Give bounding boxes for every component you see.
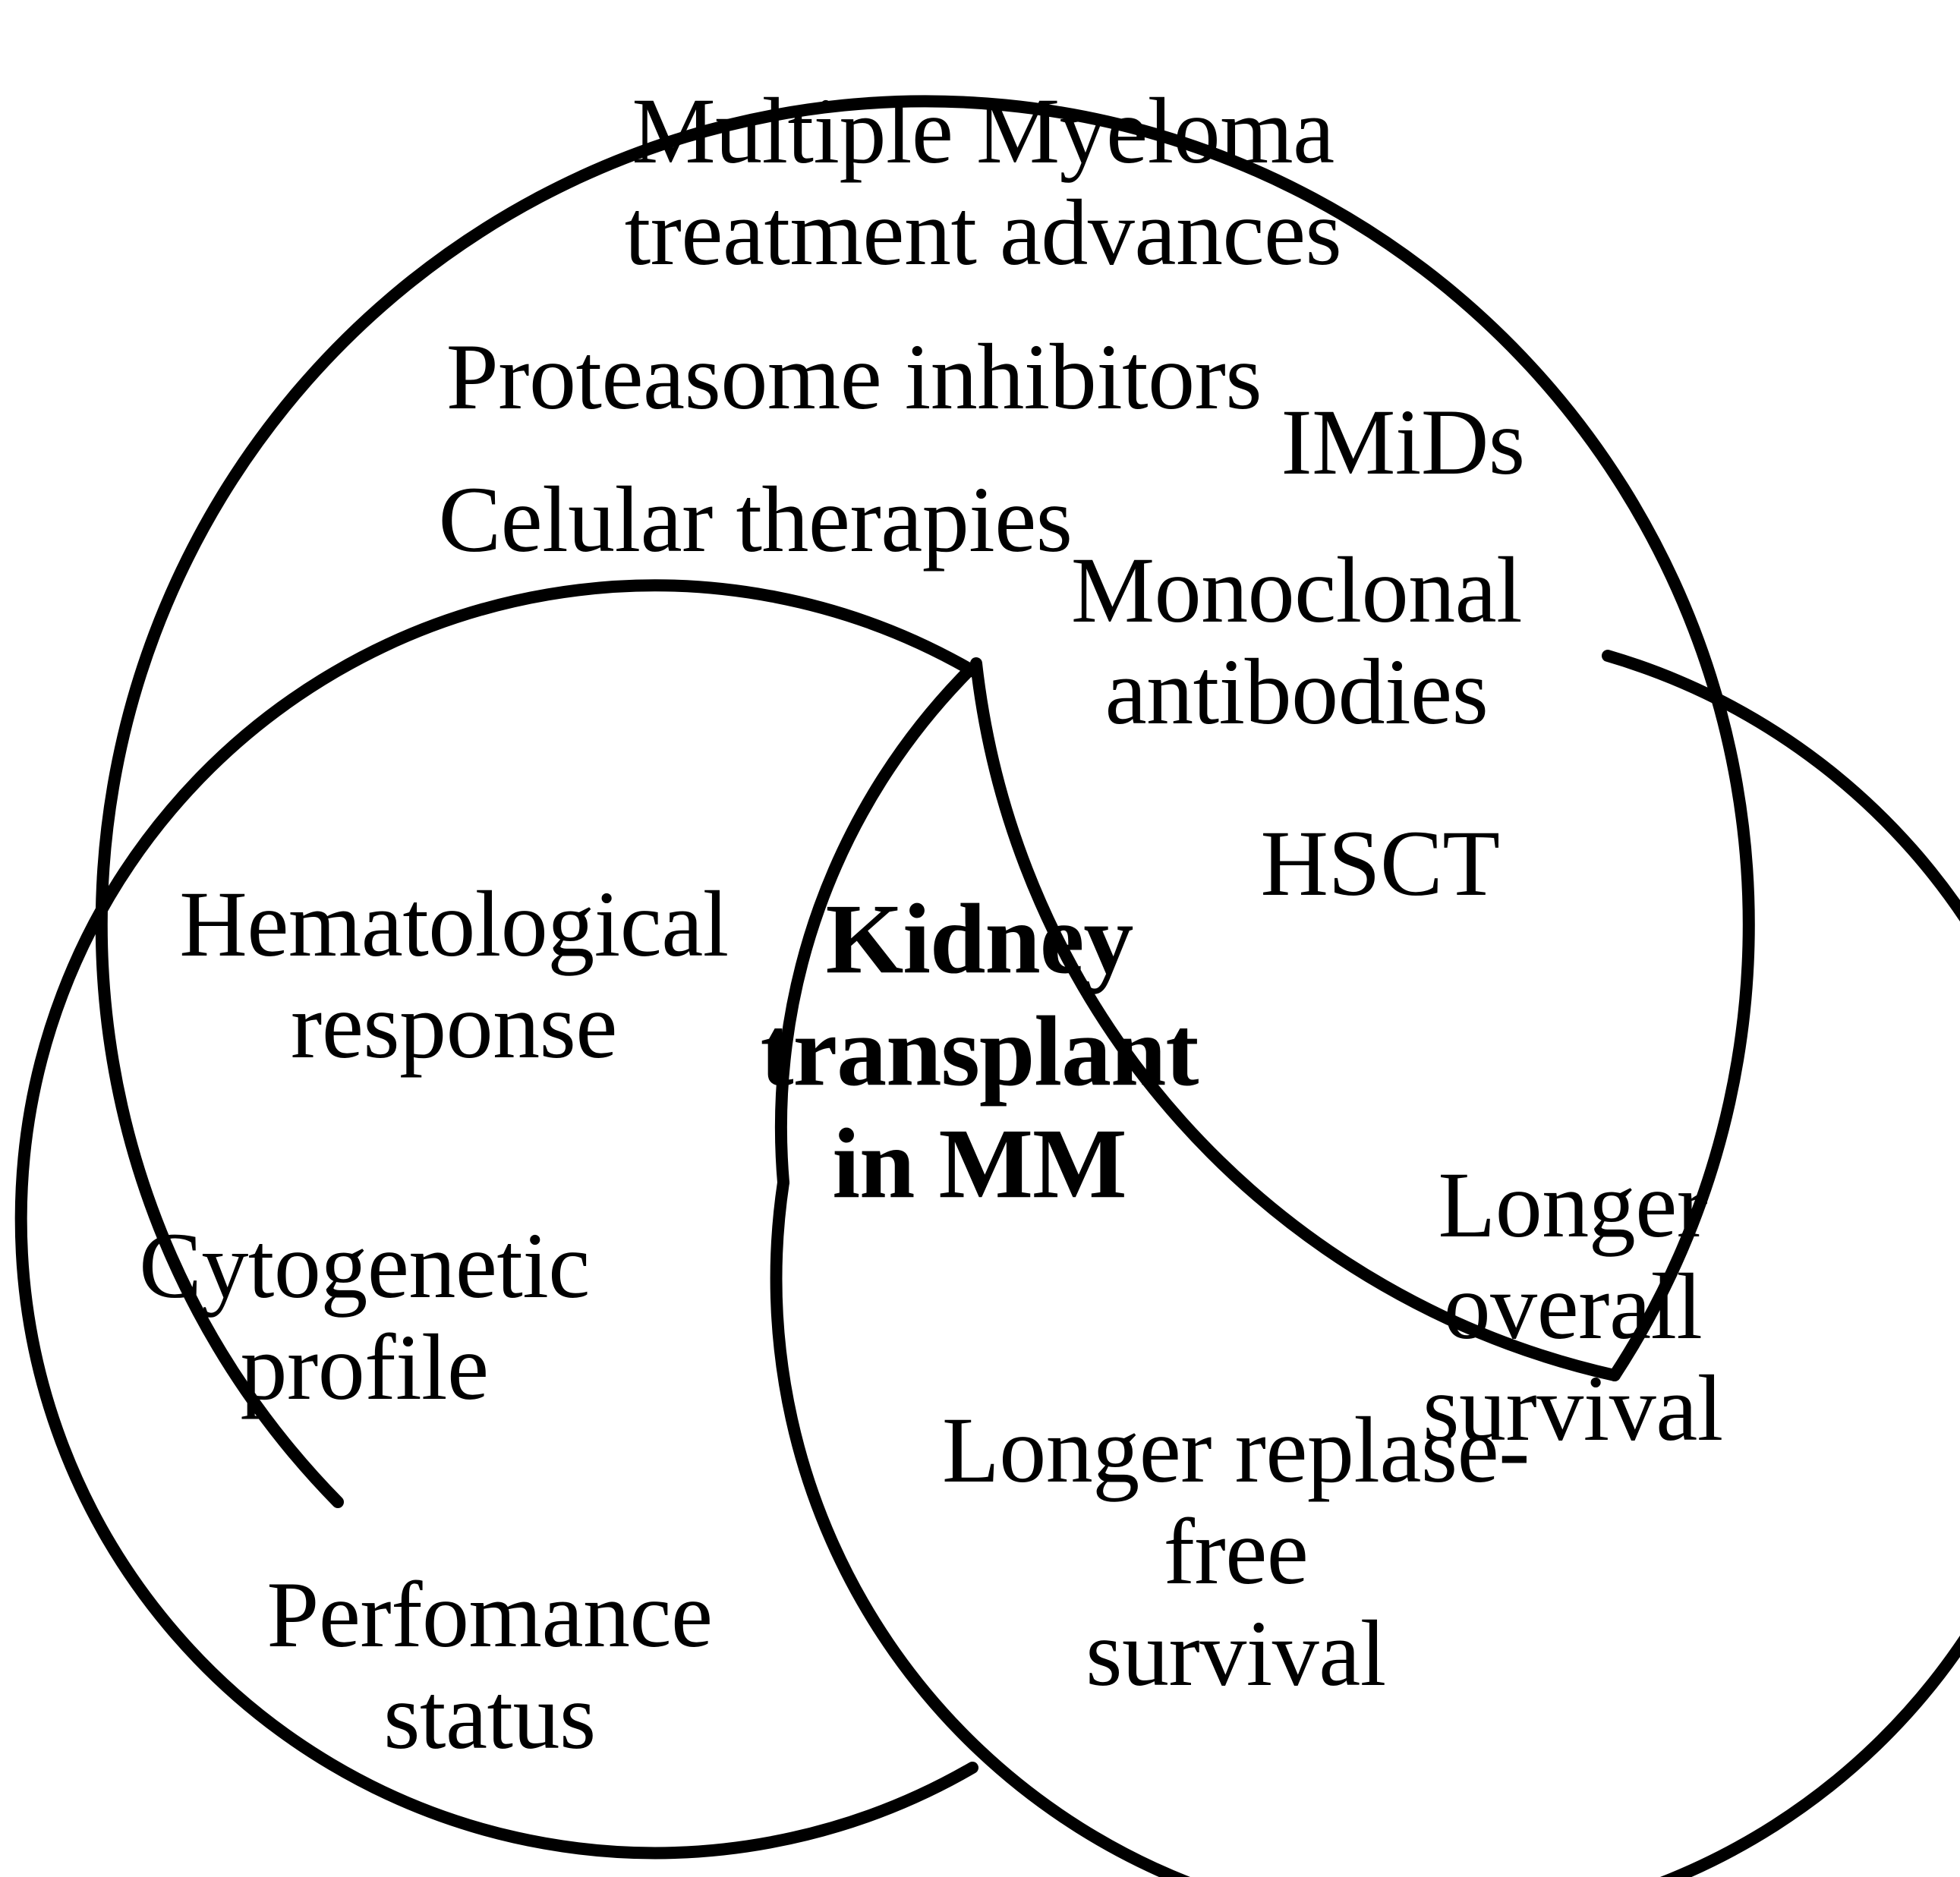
label-monoclonal-antibodies: Monoclonal antibodies bbox=[1070, 538, 1523, 744]
circle-top-arc-main bbox=[95, 95, 1755, 1508]
circle-right-arc-tail bbox=[774, 666, 973, 1189]
label-longer-replase-free-survival: Longer replase-free survival bbox=[942, 1398, 1530, 1705]
circle-left-arc-main bbox=[14, 579, 982, 1860]
label-perfomance-status: Perfomance status bbox=[266, 1563, 713, 1768]
circle-right-arc-main bbox=[770, 650, 1960, 1877]
label-longer-overall-survival: Longer overall survival bbox=[1423, 1153, 1723, 1460]
label-cytogenetic-profile: Cytogenetic profile bbox=[139, 1214, 590, 1419]
label-mm-treatment-advances: Multiple Myeloma treatment advances bbox=[624, 79, 1342, 285]
label-celular-therapies: Celular therapies bbox=[438, 468, 1073, 572]
center-label-kidney-transplant-in-mm: Kidney transplant in MM bbox=[760, 883, 1199, 1219]
label-imids: IMiDs bbox=[1281, 390, 1525, 495]
circle-top-arc-tail bbox=[970, 657, 1621, 1381]
label-hematological-response: Hematological response bbox=[179, 872, 729, 1078]
label-proteasome-inhibitors: Proteasome inhibitors bbox=[446, 325, 1262, 430]
label-hsct: HSCT bbox=[1260, 811, 1500, 916]
